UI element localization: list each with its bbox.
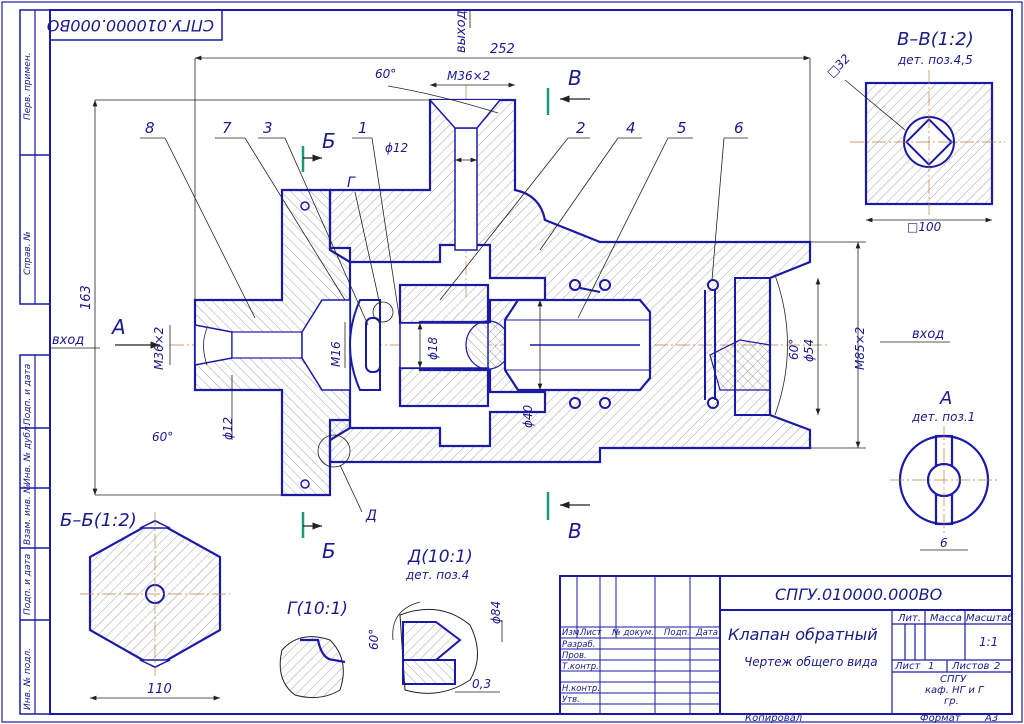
tb-row-tcontr: Т.контр.	[562, 662, 599, 672]
pos-1: 1	[358, 119, 368, 137]
title-drawing-code: СПГУ.010000.000ВО	[775, 585, 942, 604]
flow-and-markers: выход вход вход А Б Б В В Г Д	[50, 10, 950, 563]
title-block: СПГУ.010000.000ВО Изм. Лист № докум. Под…	[559, 575, 1014, 715]
detail-g-title: Г(10:1)	[287, 599, 348, 619]
dim-d12-left: ϕ12	[221, 417, 235, 440]
pos-4: 4	[626, 119, 636, 137]
tb-lit: Лит.	[897, 613, 921, 624]
section-vv-dim-square: □32	[824, 51, 853, 80]
section-vv-sub: дет. поз.4,5	[897, 53, 973, 67]
tb-sheets-label: Листов	[951, 661, 989, 672]
code-box-rotated	[49, 9, 223, 41]
marker-b-bottom: Б	[322, 539, 336, 563]
outlet-channel	[454, 127, 478, 251]
stamp-ref-no: Справ. №	[23, 231, 33, 275]
dim-angle-right: 60°	[787, 339, 801, 360]
stamp-first-use: Перв. примен.	[23, 52, 33, 120]
tb-col-izm: Изм.	[562, 628, 582, 638]
marker-v-top: В	[568, 66, 582, 90]
position-leaders: 8 7 3 1 2 4 5 6	[140, 119, 748, 326]
tb-row-dev: Разраб.	[562, 640, 595, 650]
section-bb-dim: 110	[147, 682, 172, 697]
label-inlet-right: вход	[912, 327, 944, 342]
detail-d-gap: 0,3	[472, 677, 491, 691]
detail-d-title: Д(10:1)	[407, 547, 473, 567]
tb-col-list: Лист	[579, 628, 603, 638]
dim-height: 163	[79, 285, 94, 310]
tb-sheet-no: 1	[928, 661, 934, 672]
tb-scale-hdr: Масштаб	[966, 612, 1014, 624]
tb-sheets-total: 2	[994, 661, 1000, 672]
main-dimensions: 252 163 M36×2 60° ϕ12 M36×2 60° ϕ12 M16 …	[79, 42, 867, 496]
marker-g: Г	[347, 175, 356, 191]
stamp-sign-date-2: Подп. и дата	[23, 554, 33, 615]
format-label: Формат	[920, 713, 962, 724]
section-vv-title: В–В(1:2)	[897, 29, 974, 50]
tb-row-check: Пров.	[562, 651, 587, 661]
dim-angle-left: 60°	[152, 430, 173, 444]
label-outlet: выход	[454, 10, 469, 53]
pos-7: 7	[222, 119, 232, 137]
copied-label: Копировал	[745, 713, 803, 724]
tb-scale: 1:1	[979, 635, 998, 649]
pos-8: 8	[145, 119, 155, 137]
tb-org-3: гр.	[944, 696, 959, 707]
dim-d18: ϕ18	[426, 336, 440, 360]
main-section-view	[170, 85, 830, 497]
dim-m16: M16	[329, 341, 343, 367]
section-v-v: В–В(1:2) дет. поз.4,5 □100 □32	[824, 29, 1005, 234]
title-name: Клапан обратный	[728, 625, 878, 644]
label-inlet-left: вход	[52, 333, 84, 348]
dim-d54: ϕ54	[802, 339, 816, 362]
stamp-repl-inv: Взам. инв. №	[23, 484, 33, 545]
tb-col-sign: Подп.	[664, 628, 690, 638]
spring-part-5	[569, 279, 719, 409]
dim-angle-top: 60°	[375, 67, 396, 81]
marker-d: Д	[365, 508, 377, 524]
pos-2: 2	[576, 119, 586, 137]
stamp-sign-date-1: Подп. и дата	[23, 364, 33, 425]
tb-row-ncontr: Н.контр.	[562, 684, 600, 694]
dim-m36-left: M36×2	[152, 327, 166, 370]
marker-v-bottom: В	[568, 519, 582, 543]
pos-5: 5	[677, 119, 687, 137]
pos-6: 6	[734, 119, 744, 137]
pos-3: 3	[263, 119, 273, 137]
view-a: А дет. поз.1 6	[890, 388, 998, 551]
section-vv-dim-outer: □100	[907, 220, 942, 234]
tb-mass: Масса	[930, 613, 962, 624]
detail-d-angle: 60°	[367, 629, 381, 650]
tb-org-1: СПГУ	[940, 674, 967, 685]
dim-d12-top: ϕ12	[385, 141, 408, 155]
title-subtitle: Чертеж общего вида	[744, 655, 878, 669]
detail-d-d84: ϕ84	[489, 601, 503, 624]
tb-sheet-label: Лист	[894, 661, 922, 672]
side-stamp: Перв. примен. Справ. № Подп. и дата Инв.…	[19, 9, 51, 715]
tb-col-doc: № докум.	[611, 628, 654, 638]
view-a-sub: дет. поз.1	[911, 410, 975, 424]
detail-d: Д(10:1) дет. поз.4 60° ϕ84 0,3	[367, 547, 503, 694]
detail-g: Г(10:1)	[279, 599, 348, 699]
dim-overall-length: 252	[490, 42, 515, 57]
view-a-title: А	[939, 388, 952, 409]
detail-d-sub: дет. поз.4	[405, 568, 469, 582]
tb-row-approve: Утв.	[562, 695, 580, 705]
marker-view-a: А	[110, 315, 126, 339]
section-bb-title: Б–Б(1:2)	[60, 510, 137, 531]
format-value: А3	[984, 713, 998, 724]
marker-b-top: Б	[322, 129, 336, 153]
stamp-orig-inv: Инв. № подл.	[23, 648, 33, 710]
tb-col-date: Дата	[695, 628, 718, 638]
tb-org-2: каф. НГ и Г	[925, 685, 985, 696]
drawing-code-rotated: СПГУ.010000.000ВО	[47, 16, 214, 35]
dim-d40: ϕ40	[521, 404, 535, 428]
dim-m85: M85×2	[853, 327, 867, 370]
stamp-dup-inv: Инв. № дубл.	[23, 423, 33, 485]
dim-m36-top: M36×2	[447, 69, 490, 83]
section-b-b: Б–Б(1:2) 110	[60, 510, 230, 701]
view-a-dim: 6	[940, 536, 948, 550]
